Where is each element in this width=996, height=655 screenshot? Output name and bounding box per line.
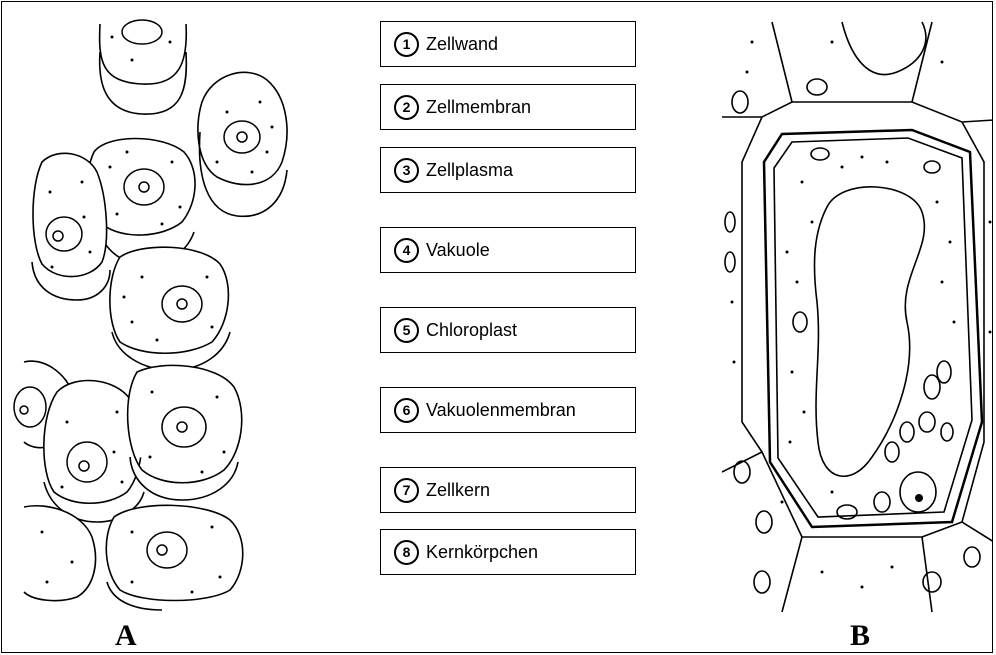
label-text: Kernkörpchen: [426, 542, 538, 563]
top-vacuole: [842, 22, 926, 75]
number-badge: 8: [394, 540, 419, 565]
number-badge: 2: [394, 95, 419, 120]
label-zellkern: 7 Zellkern: [380, 467, 636, 513]
animal-cells-drawing: [2, 2, 302, 612]
label-text: Zellmembran: [426, 97, 531, 118]
label-text: Zellkern: [426, 480, 490, 501]
number-badge: 6: [394, 398, 419, 423]
cell-a-center: [110, 247, 230, 370]
label-text: Zellplasma: [426, 160, 513, 181]
cell-a-upper-right: [198, 72, 287, 216]
label-text: Vakuole: [426, 240, 490, 261]
cell-a-left: [32, 153, 110, 300]
nucleolus: [915, 494, 923, 502]
label-chloroplast: 5 Chloroplast: [380, 307, 636, 353]
plant-cells-drawing: [722, 2, 993, 612]
label-text: Zellwand: [426, 34, 498, 55]
label-vakuolenmembran: 6 Vakuolenmembran: [380, 387, 636, 433]
center-cell-membrane: [774, 138, 972, 517]
label-zellmembran: 2 Zellmembran: [380, 84, 636, 130]
cell-a-low-right: [128, 365, 242, 500]
cell-wall-lines: [722, 22, 993, 612]
nucleus: [900, 472, 936, 512]
label-kernkoerpchen: 8 Kernkörpchen: [380, 529, 636, 575]
number-badge: 7: [394, 478, 419, 503]
number-badge: 3: [394, 158, 419, 183]
number-badge: 1: [394, 32, 419, 57]
label-zellwand: 1 Zellwand: [380, 21, 636, 67]
label-text: Vakuolenmembran: [426, 400, 576, 421]
panel-letter-b: B: [850, 619, 870, 653]
cell-a-bottom-right: [106, 505, 242, 610]
vacuole: [814, 187, 924, 476]
label-text: Chloroplast: [426, 320, 517, 341]
label-zellplasma: 3 Zellplasma: [380, 147, 636, 193]
label-vakuole: 4 Vakuole: [380, 227, 636, 273]
panel-letter-a: A: [115, 619, 137, 653]
number-badge: 5: [394, 318, 419, 343]
number-badge: 4: [394, 238, 419, 263]
center-cell-wall: [764, 130, 982, 527]
